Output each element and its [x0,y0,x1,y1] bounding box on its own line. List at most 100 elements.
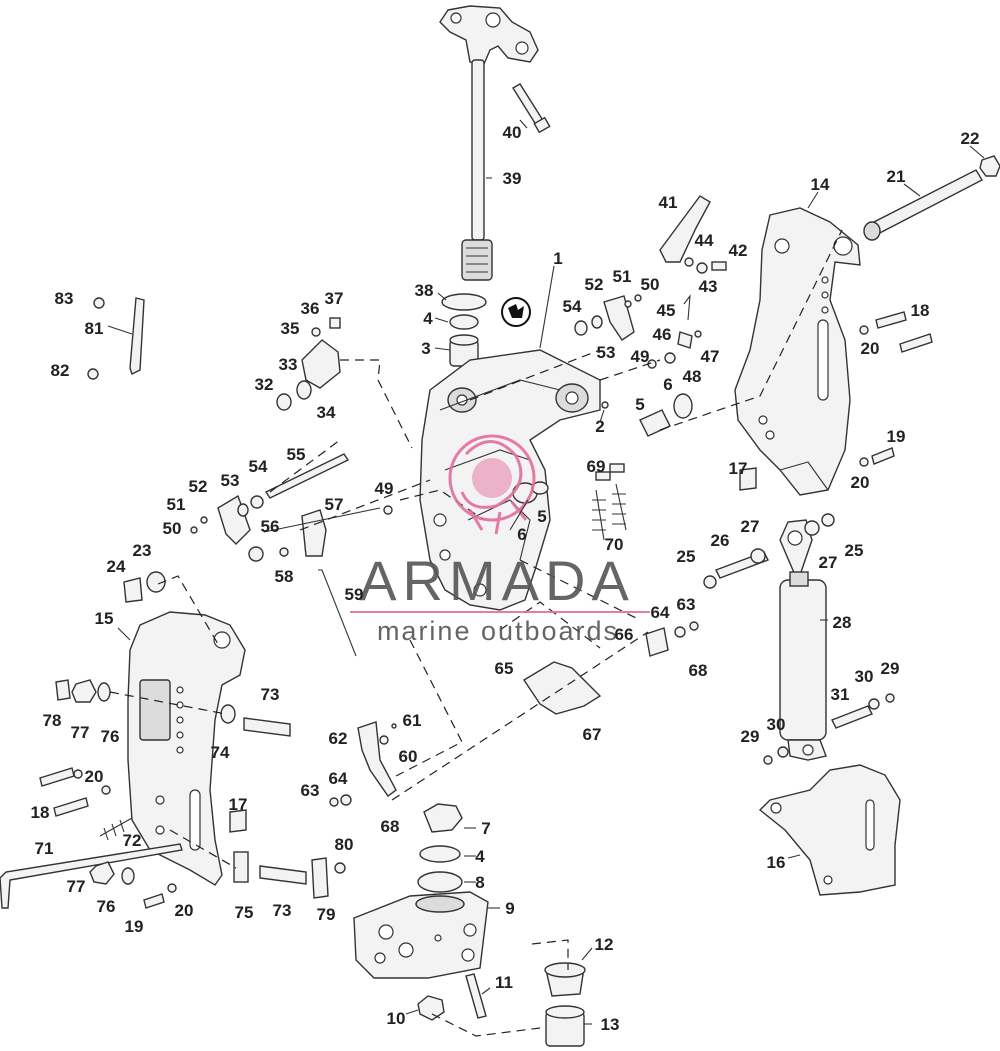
washer-43 [696,262,708,274]
part-label-18-left: 18 [31,803,50,822]
part-label-20-left-b: 20 [175,901,194,920]
clip-46 [677,331,693,349]
part-label-73-upper: 73 [261,685,280,704]
bolt-18-left-a [39,767,75,787]
part-label-22: 22 [961,129,980,148]
part-label-30-left: 30 [767,715,786,734]
part-label-50-right: 50 [641,275,660,294]
spring-56 [248,546,264,562]
part-label-80: 80 [335,835,354,854]
washer-76-bottom [121,867,135,885]
screw-69-b [609,463,625,473]
part-label-69: 69 [587,457,606,476]
pin-31 [831,705,873,729]
part-label-17-right: 17 [729,459,748,478]
part-label-1: 1 [553,249,562,268]
part-label-70: 70 [605,535,624,554]
bolt-73-lower [259,865,307,885]
part-label-14: 14 [811,175,830,194]
bolt-18-right-a [875,311,907,329]
part-label-51-right: 51 [613,267,632,286]
trim-sender-assembly [276,317,341,411]
part-label-68-right: 68 [689,661,708,680]
bracket-79 [311,857,329,899]
part-label-29-right: 29 [881,659,900,678]
part-label-23: 23 [133,541,152,560]
part-label-52-right: 52 [585,275,604,294]
part-label-7: 7 [481,819,490,838]
part-label-77-top: 77 [71,723,90,742]
bushing-27-right [804,520,820,536]
screw-58 [279,547,289,557]
bushing-24 [123,577,143,603]
clip-60 [379,735,389,745]
pin-47 [694,330,702,338]
part-label-5-center: 5 [537,507,546,526]
part-label-20-right-b: 20 [851,473,870,492]
screw-80 [334,862,346,874]
plate-41 [659,195,711,263]
lever-52-left [190,494,264,545]
assembly-guide-lines [109,229,843,1037]
nut-77-top [71,679,97,703]
part-label-17-left: 17 [229,795,248,814]
part-label-74: 74 [211,743,230,762]
part-label-27-right: 27 [819,553,838,572]
washer-48 [664,352,676,364]
link-81 [129,297,145,375]
lower-bracket [758,764,901,896]
part-label-37: 37 [325,289,344,308]
pin-2 [601,401,609,409]
part-label-19-left: 19 [125,917,144,936]
bushing-30-right [868,698,880,710]
screw-63-right [689,621,699,631]
part-label-6-center: 6 [517,525,526,544]
watermark-brand: ARMADA [359,549,635,612]
washer-20-left-a [73,769,83,779]
sleeve-13 [545,1005,585,1047]
bolt-11 [465,973,487,1019]
part-label-67: 67 [583,725,602,744]
part-label-28: 28 [833,613,852,632]
watermark: ARMADA marine outboards [350,434,650,646]
part-label-41: 41 [659,193,678,212]
pin-61 [391,723,397,729]
part-label-12: 12 [595,935,614,954]
bearing-4-top [449,314,479,330]
part-label-34: 34 [317,403,336,422]
part-number-labels: 1 2 3 4 4 5 5 6 6 7 8 9 10 11 12 13 14 1… [31,123,980,1034]
part-label-78: 78 [43,711,62,730]
part-label-26: 26 [711,531,730,550]
part-label-4-top: 4 [423,309,433,328]
part-label-59: 59 [345,585,364,604]
part-label-21: 21 [887,167,906,186]
lever-66 [645,627,669,657]
part-label-4-bottom: 4 [475,847,485,866]
rod-55 [264,453,350,499]
screw-69-a [595,471,611,481]
bolt-18-right-b [899,333,933,353]
washer-44 [684,257,694,267]
bolt-18-left-b [53,797,89,817]
part-label-42: 42 [729,241,748,260]
ring-25-left [703,575,717,589]
lever-52-right [574,294,642,341]
bolt-73-upper [243,717,291,737]
part-label-54-left: 54 [249,457,268,476]
tilt-tube-21 [863,169,983,241]
swivel-bracket [419,349,601,611]
part-label-25-right: 25 [845,541,864,560]
part-label-64-right: 64 [651,603,670,622]
washer-64-right [674,626,686,638]
part-label-48: 48 [683,367,702,386]
part-label-47: 47 [701,347,720,366]
part-label-79: 79 [317,905,336,924]
nut-77-bottom [89,861,115,885]
rod-71 [0,843,183,909]
part-label-49-left: 49 [375,479,394,498]
washer-20-left-b [101,785,111,795]
part-label-55: 55 [287,445,306,464]
part-label-31: 31 [831,685,850,704]
part-label-6-right: 6 [663,375,672,394]
